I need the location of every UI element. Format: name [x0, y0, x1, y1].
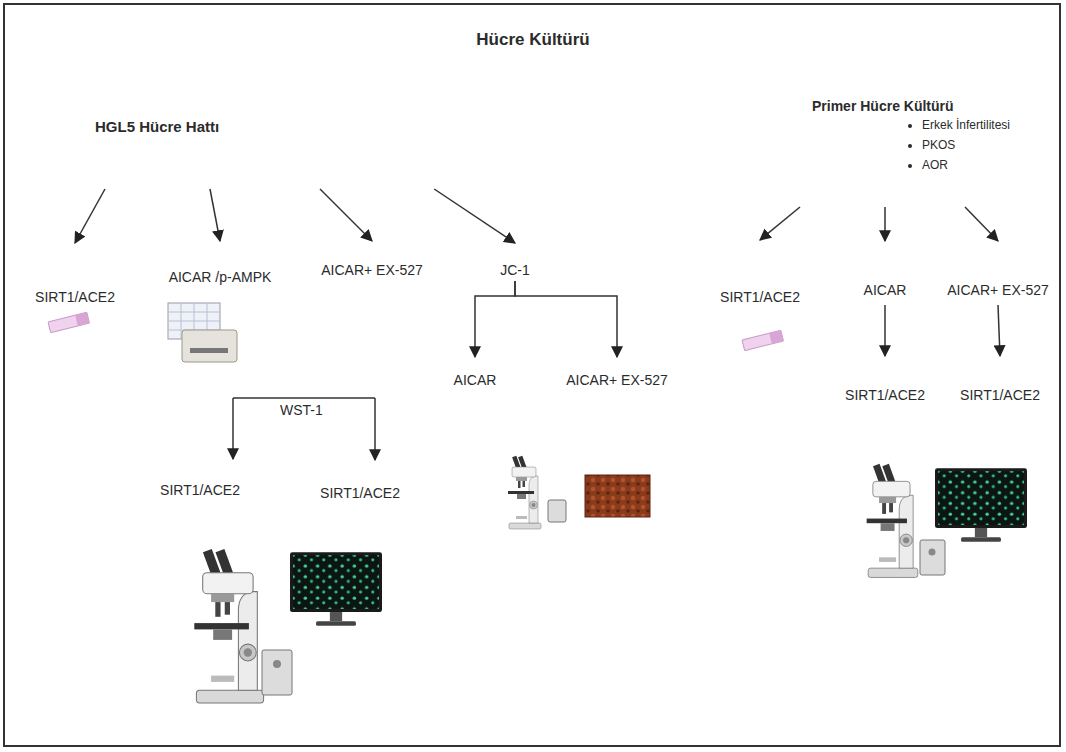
assay-label-node: SIRT1/ACE2: [843, 357, 927, 405]
connector-arrow: [760, 207, 800, 240]
assay-label-node: JC-1: [498, 244, 532, 280]
node-text: AICAR+ EX-527: [321, 262, 423, 278]
bullet-item: PKOS: [922, 135, 1010, 155]
node-text: AICAR+ EX-527: [566, 372, 668, 388]
outer-frame: [4, 4, 1060, 746]
slide-icon: [48, 312, 89, 332]
node-text: SIRT1/ACE2: [720, 289, 800, 305]
node-text: AICAR: [864, 282, 907, 298]
connector-arrow: [210, 189, 220, 241]
microscope-setup: [194, 549, 382, 703]
plate-reader-icon: [168, 303, 237, 362]
microscope-setup: [867, 464, 1027, 578]
diagram-title: Hücre Kültürü: [0, 30, 1066, 50]
node-text: AICAR /p-AMPK: [169, 269, 272, 285]
assay-label-node: AICAR+ EX-527: [319, 242, 425, 280]
treatment-label-node: AICAR+ EX-527: [945, 242, 1051, 304]
wst1-bracket: [233, 398, 375, 460]
node-text: JC-1: [500, 262, 530, 278]
bullet-item: Erkek İnfertilitesi: [922, 115, 1010, 135]
cell-line-heading: HGL5 Hücre Hattı: [90, 118, 434, 188]
connector-arrow: [515, 281, 617, 357]
connector-arrow: [434, 189, 515, 243]
treatment-label-node: AICAR: [862, 242, 909, 304]
assay-label: WST-1: [280, 402, 323, 418]
assay-label-node: SIRT1/ACE2: [958, 357, 1042, 405]
slide-icon: [742, 330, 783, 350]
assay-label-node: SIRT1/ACE2: [718, 241, 802, 307]
primary-culture-heading: Primer Hücre KültürüErkek İnfertilitesiP…: [790, 97, 1020, 206]
node-text: AICAR+ EX-527: [947, 282, 1049, 298]
node-text: SIRT1/ACE2: [960, 387, 1040, 403]
connector-arrow: [320, 189, 372, 241]
bullet-item: AOR: [922, 155, 1010, 175]
node-text: SIRT1/ACE2: [35, 289, 115, 305]
node-text: Primer Hücre Kültürü: [812, 97, 1010, 115]
connector-arrow: [884, 207, 886, 241]
node-text: SIRT1/ACE2: [320, 485, 400, 501]
assay-label-node: AICAR /p-AMPK: [167, 242, 274, 287]
node-text: SIRT1/ACE2: [160, 482, 240, 498]
connector-arrow: [965, 207, 998, 241]
connector-arrow: [884, 305, 886, 356]
node-text: HGL5 Hücre Hattı: [95, 118, 219, 136]
connector-arrow: [75, 189, 105, 243]
treatment-label-node: AICAR+ EX-527: [564, 358, 670, 390]
microscope-setup: [508, 456, 650, 529]
node-text: AICAR: [454, 372, 497, 388]
connector-arrow: [475, 281, 515, 357]
assay-label-node: SIRT1/ACE2: [318, 463, 402, 503]
assay-label-node: SIRT1/ACE2: [33, 244, 117, 307]
connector-arrow: [998, 305, 1000, 356]
treatment-label-node: AICAR: [452, 358, 499, 390]
node-text: SIRT1/ACE2: [845, 387, 925, 403]
assay-label-node: SIRT1/ACE2: [158, 462, 242, 500]
